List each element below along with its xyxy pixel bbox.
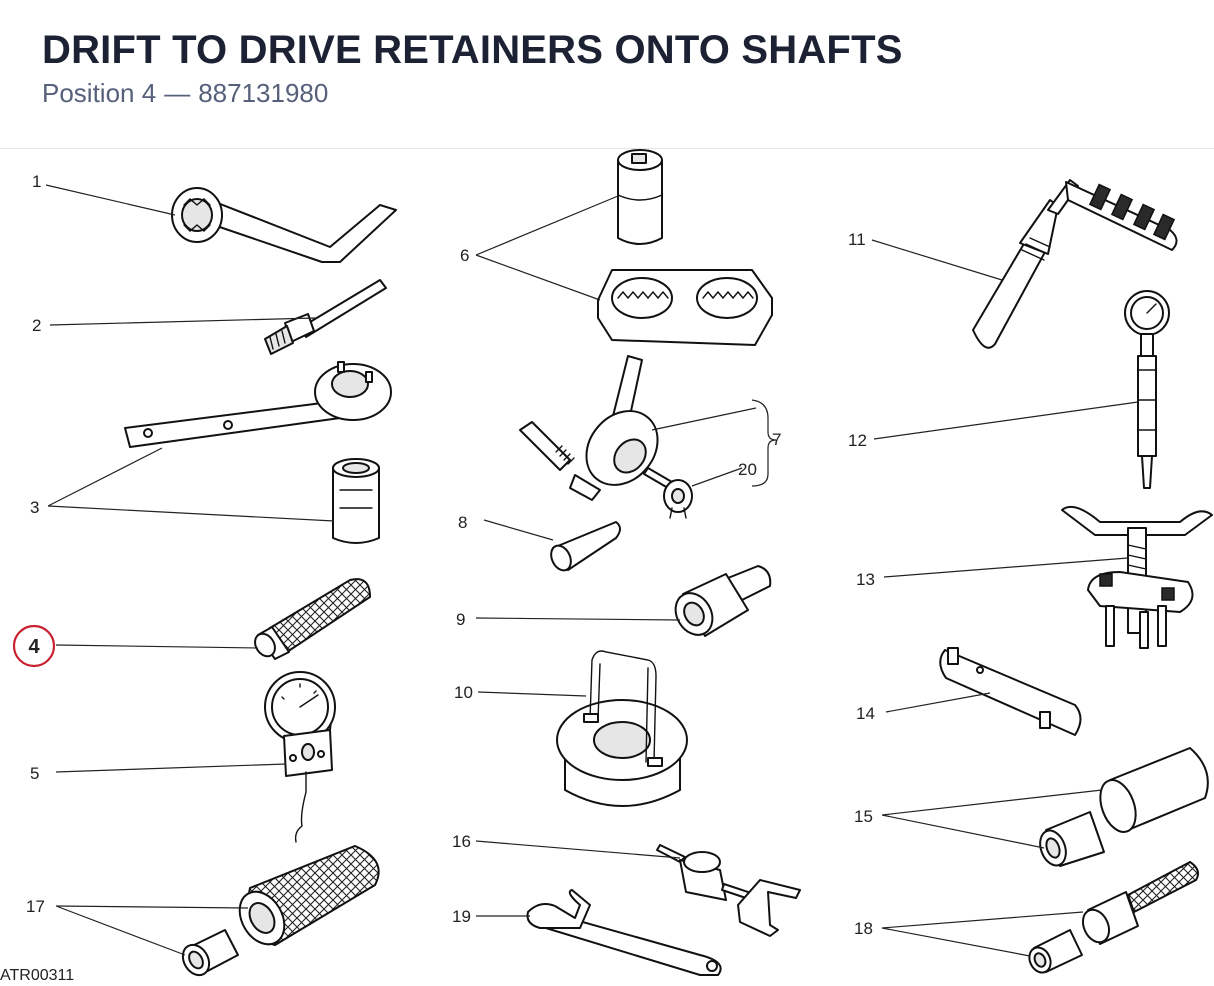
callout-14: 14 bbox=[856, 704, 875, 723]
drawing-code: ATR00311 bbox=[0, 967, 74, 984]
callout-15: 15 bbox=[854, 807, 873, 826]
tool-2-pin bbox=[264, 279, 387, 355]
callout-4-highlight-ring bbox=[12, 624, 56, 668]
tool-4-knurled-drift bbox=[254, 578, 372, 660]
tool-6-socket-and-ring-plate bbox=[597, 149, 773, 346]
callout-8: 8 bbox=[458, 513, 467, 532]
callout-11: 11 bbox=[848, 230, 866, 249]
tool-14-pin-bar bbox=[939, 647, 1082, 736]
tool-9-adapter bbox=[674, 565, 772, 637]
tool-7-puller-assembly bbox=[519, 355, 673, 501]
tool-19-c-spanner bbox=[526, 889, 722, 976]
callout-9: 9 bbox=[456, 610, 465, 629]
callout-2: 2 bbox=[32, 316, 41, 335]
callout-3: 3 bbox=[30, 498, 39, 517]
page-title: DRIFT TO DRIVE RETAINERS ONTO SHAFTS bbox=[42, 28, 903, 72]
callout-17: 17 bbox=[26, 897, 45, 916]
subtitle-separator: — bbox=[164, 78, 191, 108]
leader-lines bbox=[45, 184, 1139, 957]
tool-8-cone bbox=[550, 521, 621, 572]
part-number: 887131980 bbox=[198, 78, 329, 108]
callout-16: 16 bbox=[452, 832, 471, 851]
callout-19: 19 bbox=[452, 907, 471, 926]
callout-6: 6 bbox=[460, 246, 469, 265]
tool-16-t-handle-puller bbox=[656, 844, 801, 937]
tool-5-dial-gauge bbox=[264, 671, 336, 843]
tool-13-three-leg-puller bbox=[1061, 506, 1213, 649]
tool-10-bell-with-handle bbox=[556, 650, 688, 807]
callout-4: 4 bbox=[28, 636, 40, 658]
callout-1: 1 bbox=[32, 172, 41, 191]
tool-11-handle-wrench bbox=[972, 179, 1178, 349]
header: DRIFT TO DRIVE RETAINERS ONTO SHAFTS Pos… bbox=[0, 0, 1214, 149]
callout-5: 5 bbox=[30, 764, 39, 783]
callout-10: 10 bbox=[454, 683, 473, 702]
tool-20-disc bbox=[663, 479, 693, 519]
callout-20: 20 bbox=[738, 460, 757, 479]
tool-12-dial-indicator-rod bbox=[1124, 290, 1170, 489]
callout-13: 13 bbox=[856, 570, 875, 589]
callout-12: 12 bbox=[848, 431, 867, 450]
tool-15-sleeve-and-cup bbox=[1039, 747, 1209, 867]
callout-labels: 1 2 3 4 5 6 7 8 9 10 11 12 13 14 15 16 1… bbox=[0, 172, 875, 984]
tool-1-angled-ring-wrench bbox=[171, 187, 397, 263]
callout-7: 7 bbox=[772, 430, 781, 449]
tool-3-bar-and-socket bbox=[124, 361, 392, 544]
page-subtitle: Position 4—887131980 bbox=[42, 78, 328, 109]
callout-18: 18 bbox=[854, 919, 873, 938]
tool-17-knurled-sleeve bbox=[181, 844, 380, 977]
tool-18-threaded-drift bbox=[1028, 860, 1199, 974]
position-label: Position 4 bbox=[42, 78, 157, 108]
